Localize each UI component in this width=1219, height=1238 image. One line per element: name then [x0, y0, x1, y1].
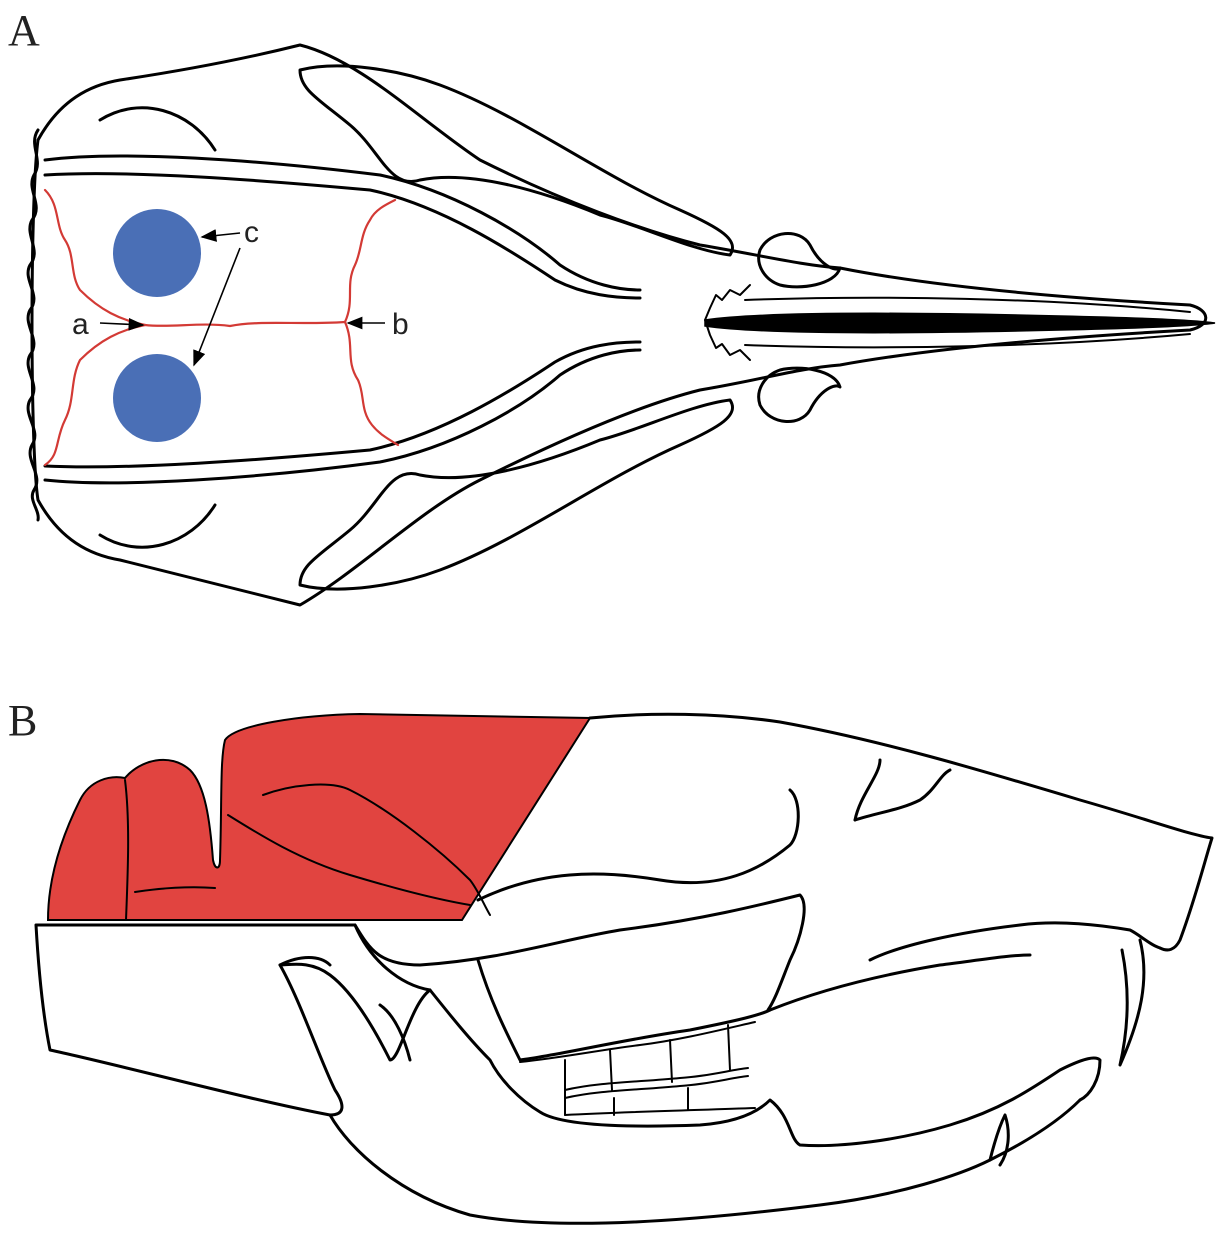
braincase-region: [48, 714, 590, 920]
rostrum-line-lower: [745, 334, 1190, 347]
molar-row: [520, 1022, 755, 1115]
callout-b-label: b: [392, 308, 409, 341]
marker-spot-lower: [113, 354, 201, 442]
frontal-curve: [855, 760, 880, 820]
tooth-row-upper-edge: [520, 1022, 755, 1062]
nasal-curve: [855, 770, 950, 820]
sagittal-suture: [145, 322, 345, 326]
coronal-suture-upper: [345, 200, 395, 322]
maxilla-outline: [478, 960, 770, 1060]
coronal-suture-lower: [345, 322, 398, 445]
rostrum-midline: [705, 313, 1215, 332]
callout-c-label: c: [244, 216, 259, 249]
cranium-outline-lateral: [590, 714, 1212, 950]
tooth-divider-3: [728, 1025, 730, 1070]
zygomatic-arch-upper: [300, 66, 733, 255]
tooth-row-base: [565, 1108, 755, 1115]
cranial-sutures: [45, 190, 398, 465]
orbit-curve-lower: [100, 505, 215, 547]
panel-b-lateral-view: B: [8, 696, 1212, 1223]
nasal-process-upper: [759, 234, 840, 287]
nasal-process-lower: [759, 368, 840, 421]
callout-a-label: a: [72, 308, 89, 341]
callout-c-arrow-lower: [194, 248, 240, 365]
tooth-row-occlusal-upper: [565, 1068, 748, 1090]
incisor-upper: [1120, 940, 1144, 1065]
panel-b-label: B: [8, 696, 37, 745]
panel-a-label: A: [8, 6, 40, 55]
marker-spot-upper: [113, 209, 201, 297]
mandible-outline: [36, 925, 430, 1115]
maxilla-lower-ridge: [770, 955, 1030, 1010]
callout-c-arrow-upper: [202, 233, 240, 237]
orbit-curve-upper: [100, 108, 215, 150]
tooth-divider-2: [670, 1040, 672, 1082]
panel-a-dorsal-view: A: [8, 6, 1215, 605]
